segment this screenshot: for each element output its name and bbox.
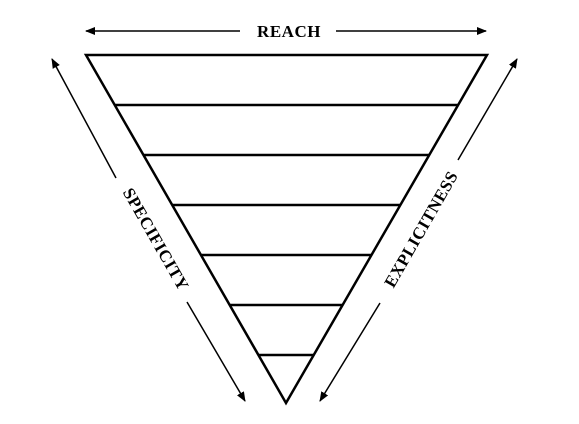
explicitness-arrow-down [319,302,381,402]
reach-axis: REACH [85,22,487,41]
explicitness-arrow-up [457,58,518,161]
triangle-bands [114,103,459,357]
specificity-arrow-up [51,58,117,179]
specificity-arrow-down [186,301,246,402]
inverted-triangle [83,53,490,406]
triangle-outline [83,53,490,406]
reach-label: REACH [257,22,321,41]
